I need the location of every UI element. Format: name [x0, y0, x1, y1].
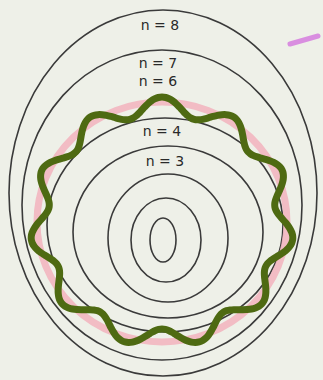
- orbit-label: n = 4: [143, 124, 181, 138]
- orbit-ring: [131, 198, 201, 282]
- orbit-label: n = 8: [141, 18, 179, 32]
- pen-mark: [290, 36, 318, 44]
- orbit-ring: [73, 146, 263, 318]
- orbit-ring: [108, 174, 228, 302]
- orbit-label: n = 7: [139, 56, 177, 70]
- orbit-ring: [9, 10, 317, 376]
- standing-wave: [31, 97, 293, 342]
- orbit-ring: [22, 50, 302, 360]
- orbit-label: n = 3: [146, 154, 184, 168]
- orbit-label: n = 6: [139, 74, 177, 88]
- nucleus-ring: [150, 218, 176, 262]
